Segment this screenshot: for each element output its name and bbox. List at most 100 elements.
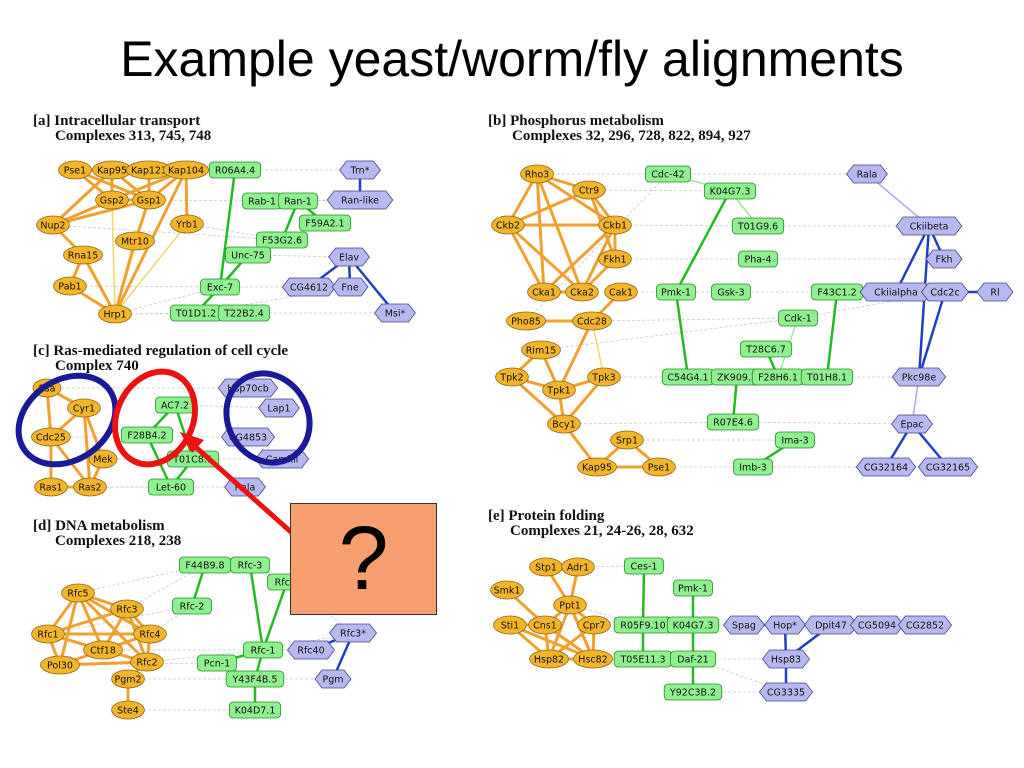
panel-a-subtitle: Complexes 313, 745, 748 (55, 128, 212, 144)
node-label: Rfc5 (67, 589, 88, 600)
node-label: R07E4.6 (713, 418, 753, 429)
node-ckiibeta: Ckiibeta (895, 216, 963, 236)
node-label: Srp1 (616, 436, 638, 447)
node-y43f4b-5: Y43F4B.5 (225, 670, 285, 688)
node-tpk1: Tpk1 (542, 380, 576, 400)
node-hsp83: Hsp83 (761, 649, 811, 669)
node-f28b4-2: F28B4.2 (120, 426, 174, 444)
node-ras1: Ras1 (34, 477, 68, 497)
node-label: Fkh (936, 255, 953, 266)
node-elav: Elav (328, 247, 370, 267)
node-label: Kap95 (97, 166, 127, 177)
node-gsp2: Gsp2 (95, 190, 129, 210)
node-rfc-2: Rfc-2 (172, 597, 212, 615)
node-let-60: Let-60 (147, 478, 194, 496)
node-label: Gsp2 (100, 196, 124, 207)
node-f44b9-8: F44B9.8 (178, 556, 232, 574)
edge (148, 199, 263, 202)
panel-e-title: [e] Protein folding (488, 508, 605, 524)
node-label: Hsc82 (578, 655, 607, 666)
node-label: Pmk-1 (678, 584, 708, 595)
edge (540, 317, 799, 351)
edge (917, 291, 947, 378)
edge (825, 291, 839, 378)
node-ppt1: Ppt1 (553, 595, 587, 615)
node-hrp1: Hrp1 (98, 304, 132, 324)
node-label: T01H8.1 (806, 373, 847, 384)
node-label: Rho3 (525, 170, 549, 181)
node-r05f9-10: R05F9.10 (613, 616, 673, 634)
node-fne: Fne (331, 277, 369, 297)
node-kap104: Kap104 (162, 160, 209, 180)
node-label: CG32164 (864, 463, 908, 474)
node-spag: Spag (723, 615, 765, 635)
node-label: Epac (900, 420, 923, 431)
node-label: Pmk-1 (661, 288, 691, 299)
node-rl: Rl (976, 282, 1014, 302)
edge (525, 173, 669, 322)
node-ckb1: Ckb1 (598, 215, 632, 235)
blue-highlight-fly (223, 370, 313, 466)
node-ces-1: Ces-1 (624, 557, 664, 575)
node-label: CG4853 (229, 433, 267, 444)
node-label: Hop* (773, 621, 797, 632)
node-rfc40: Rfc40 (286, 640, 336, 660)
node-rfc1: Rfc1 (31, 624, 65, 644)
node-smk1: Smk1 (490, 580, 524, 600)
edge (77, 564, 206, 594)
node-label: Pse1 (64, 166, 86, 177)
node-label: Cpr7 (583, 621, 606, 632)
node-fkh1: Fkh1 (598, 249, 632, 269)
node-label: K04G7.3 (673, 621, 714, 632)
node-kap95: Kap95 (92, 160, 132, 180)
node-label: Pol30 (47, 661, 73, 672)
edge (591, 317, 799, 322)
edge (111, 199, 116, 315)
node-pkc98e: Pkc98e (891, 367, 947, 387)
node-k04g7-3: K04G7.3 (703, 182, 757, 200)
node-unc-75: Unc-75 (224, 246, 271, 264)
edge (894, 225, 931, 293)
node-label: F43C1.2 (817, 288, 856, 299)
node-dpit47: Dpit47 (803, 615, 859, 635)
node-label: Hsp70cb (227, 384, 268, 395)
node-mtr10: Mtr10 (115, 231, 155, 251)
node-pgm2: Pgm2 (111, 669, 145, 689)
node-sti1: Sti1 (493, 615, 527, 635)
node-label: Ckiialpha (874, 288, 918, 299)
node-cak1: Cak1 (604, 282, 638, 302)
edge (52, 198, 150, 227)
node-imb-3: Imb-3 (733, 458, 773, 476)
node-cdc2c: Cdc2c (920, 282, 970, 302)
node-label: F59A2.1 (305, 219, 344, 230)
node-label: Rfc3* (340, 629, 366, 640)
node-label: Yrb1 (175, 220, 198, 231)
node-pse1: Pse1 (58, 160, 92, 180)
node-label: Mtr10 (121, 237, 149, 248)
node-label: Fne (341, 283, 358, 294)
node-label: Rab-1 (248, 197, 276, 208)
edge (218, 169, 237, 288)
node-pab1: Pab1 (53, 276, 87, 296)
node-label: Rfc1 (37, 630, 58, 641)
node-label: Pho85 (511, 317, 541, 328)
node-rfc3-: Rfc3* (328, 623, 378, 643)
red-arrow (180, 432, 302, 542)
node-t05e11-3: T05E11.3 (613, 650, 673, 668)
node-pol30: Pol30 (40, 655, 80, 675)
node-label: Ckb2 (496, 221, 520, 232)
node-tpk3: Tpk3 (587, 367, 621, 387)
node-rfc3: Rfc3 (110, 599, 144, 619)
node-label: Cdk-1 (784, 314, 812, 325)
node-rfc5: Rfc5 (61, 583, 95, 603)
edge (732, 421, 913, 425)
node-cg32165: CG32165 (917, 457, 979, 477)
node-label: Kap123 (131, 166, 167, 177)
node-pgm: Pgm (314, 669, 352, 689)
node-cns1: Cns1 (528, 615, 562, 635)
edge (535, 173, 546, 293)
node-trn-: Trn* (339, 160, 381, 180)
node-hop-: Hop* (764, 615, 806, 635)
node-label: Ckiibeta (910, 222, 949, 233)
